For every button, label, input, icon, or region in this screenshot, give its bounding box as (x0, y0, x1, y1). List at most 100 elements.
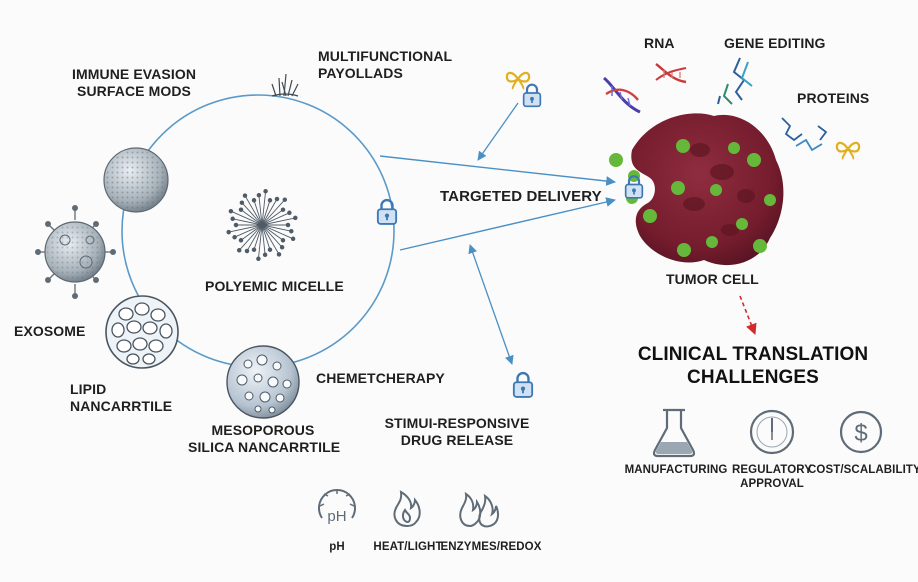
micelle-head (228, 208, 234, 214)
micelle-spoke (253, 224, 263, 250)
micelle-head (233, 222, 239, 228)
micelle-spoke (238, 224, 263, 251)
micelle-head (238, 207, 244, 212)
gene-editing-strands-icon (717, 57, 753, 105)
micelle-head (232, 234, 237, 240)
stimuli-responsive-label: STIMUI-RESPONSIVE DRUG RELEASE (372, 415, 542, 449)
micelle-spoke (241, 202, 263, 226)
micelle-head (279, 245, 285, 250)
clock-icon (749, 409, 795, 455)
micelle-spoke (261, 224, 294, 240)
dollar-icon: $ (839, 410, 883, 454)
payload-bow-icon (505, 71, 531, 90)
immune-evasion-line1: IMMUNE EVASION (72, 66, 197, 82)
cost-scalability-label: COST/SCALABILITY (808, 463, 918, 477)
tumor-cell-label: TUMOR CELL (666, 271, 759, 287)
micelle-spoke (261, 217, 296, 226)
ph-glyph: pH (327, 508, 346, 525)
micelle-head (293, 215, 298, 221)
lipid-label: LIPID NANCARRTILE (70, 381, 172, 415)
dna-red-icon (655, 63, 687, 84)
micelle-head (238, 238, 244, 243)
stimuli-line2: DRUG RELEASE (400, 432, 514, 448)
regulatory-line2: APPROVAL (740, 478, 804, 490)
regulatory-label: REGULATORY APPROVAL (728, 463, 816, 491)
polymeric-micelle (226, 188, 298, 262)
micelle-spoke (246, 224, 263, 252)
heat-light-label: HEAT/LIGHT (373, 541, 443, 553)
rna-label: RNA (644, 35, 675, 51)
challenges-title: CLINICAL TRANSLATION CHALLENGES (630, 343, 876, 389)
micelle-spoke (261, 224, 283, 248)
multifunctional-line1: MULTIFUNCTIONAL (318, 48, 453, 64)
manufacturing-label: MANUFACTURING (624, 463, 728, 477)
double-flame-icon (459, 491, 500, 528)
micelle-head (262, 252, 268, 258)
micelle-spoke (261, 224, 266, 255)
arrow-payload-down (477, 102, 519, 161)
micelle-spoke (261, 224, 271, 250)
micelle-head (236, 248, 242, 253)
exosome-particle (35, 205, 116, 299)
stimuli-line1: STIMUI-RESPONSIVE (384, 415, 530, 431)
micelle-spoke (257, 224, 263, 259)
micelle-head (239, 200, 245, 205)
arrow-upper-to-tumor (379, 155, 616, 186)
flame-icon (393, 490, 421, 528)
micelle-spoke (244, 195, 263, 226)
micelle-head (251, 198, 257, 203)
gene-editing-label: GENE EDITING (724, 35, 826, 51)
micelle-head (274, 196, 280, 202)
lipid-line2: NANCARRTILE (70, 398, 173, 414)
chemotherapy-label: CHEMETCHERAPY (316, 370, 445, 386)
micelle-spoke (261, 224, 280, 255)
lipid-nanoparticle (105, 295, 179, 369)
micelle-spoke (261, 198, 278, 226)
micelle-spoke (230, 210, 263, 226)
lock-icon-stimuli (512, 371, 534, 399)
micelle-head (267, 247, 273, 252)
exosome-label: EXOSOME (14, 323, 86, 339)
micelle-spoke (240, 209, 263, 226)
mesoporous-silica-nanoparticle (226, 345, 300, 419)
lock-icon-ring (376, 198, 398, 226)
micelle-spoke (232, 218, 263, 226)
multifunctional-label: MULTIFUNCTIONAL PAYOLLADS (318, 48, 452, 82)
micelle-spoke (258, 195, 263, 226)
rna-helix-icon (603, 76, 641, 114)
micelle-head (230, 216, 235, 222)
micelle-spoke (261, 191, 267, 226)
mesoporous-label: MESOPOROUS SILICA NANCARRTILE (188, 422, 341, 456)
flask-icon (652, 408, 696, 458)
ph-gauge-icon: pH (318, 489, 356, 525)
lock-icon-payload (522, 83, 542, 108)
micelle-spoke (240, 224, 263, 241)
micelle-spoke (261, 209, 284, 226)
tumor-cell (609, 113, 784, 266)
svg-text:$: $ (854, 420, 867, 447)
multifunctional-tuft-icon (271, 73, 299, 97)
micelle-spoke (261, 212, 290, 226)
mesoporous-line1: MESOPOROUS (211, 422, 315, 438)
protein-squiggle-icon (781, 117, 828, 152)
micelle-head (256, 256, 261, 262)
immune-evasion-label: IMMUNE EVASION SURFACE MODS (72, 66, 196, 100)
targeted-delivery-label: TARGETED DELIVERY (440, 188, 602, 205)
micelle-head (280, 207, 286, 212)
micelle-head (251, 247, 257, 252)
ph-label: pH (329, 541, 345, 553)
immune-evasion-line2: SURFACE MODS (77, 83, 191, 99)
challenges-title-line1: CLINICAL TRANSLATION (637, 344, 869, 365)
arrow-stimuli-bidirectional (468, 244, 514, 365)
micelle-head (280, 238, 286, 243)
micelle-spoke (261, 224, 284, 241)
micelle-head (263, 188, 268, 194)
cost-scalability-text: COST/SCALABILITY (808, 464, 918, 476)
micelle-head (256, 192, 262, 198)
mesoporous-line2: SILICA NANCARRTILE (188, 439, 341, 455)
regulatory-line1: REGULATORY (731, 464, 812, 476)
micelle-head (267, 198, 273, 203)
micelle-head (285, 222, 291, 228)
